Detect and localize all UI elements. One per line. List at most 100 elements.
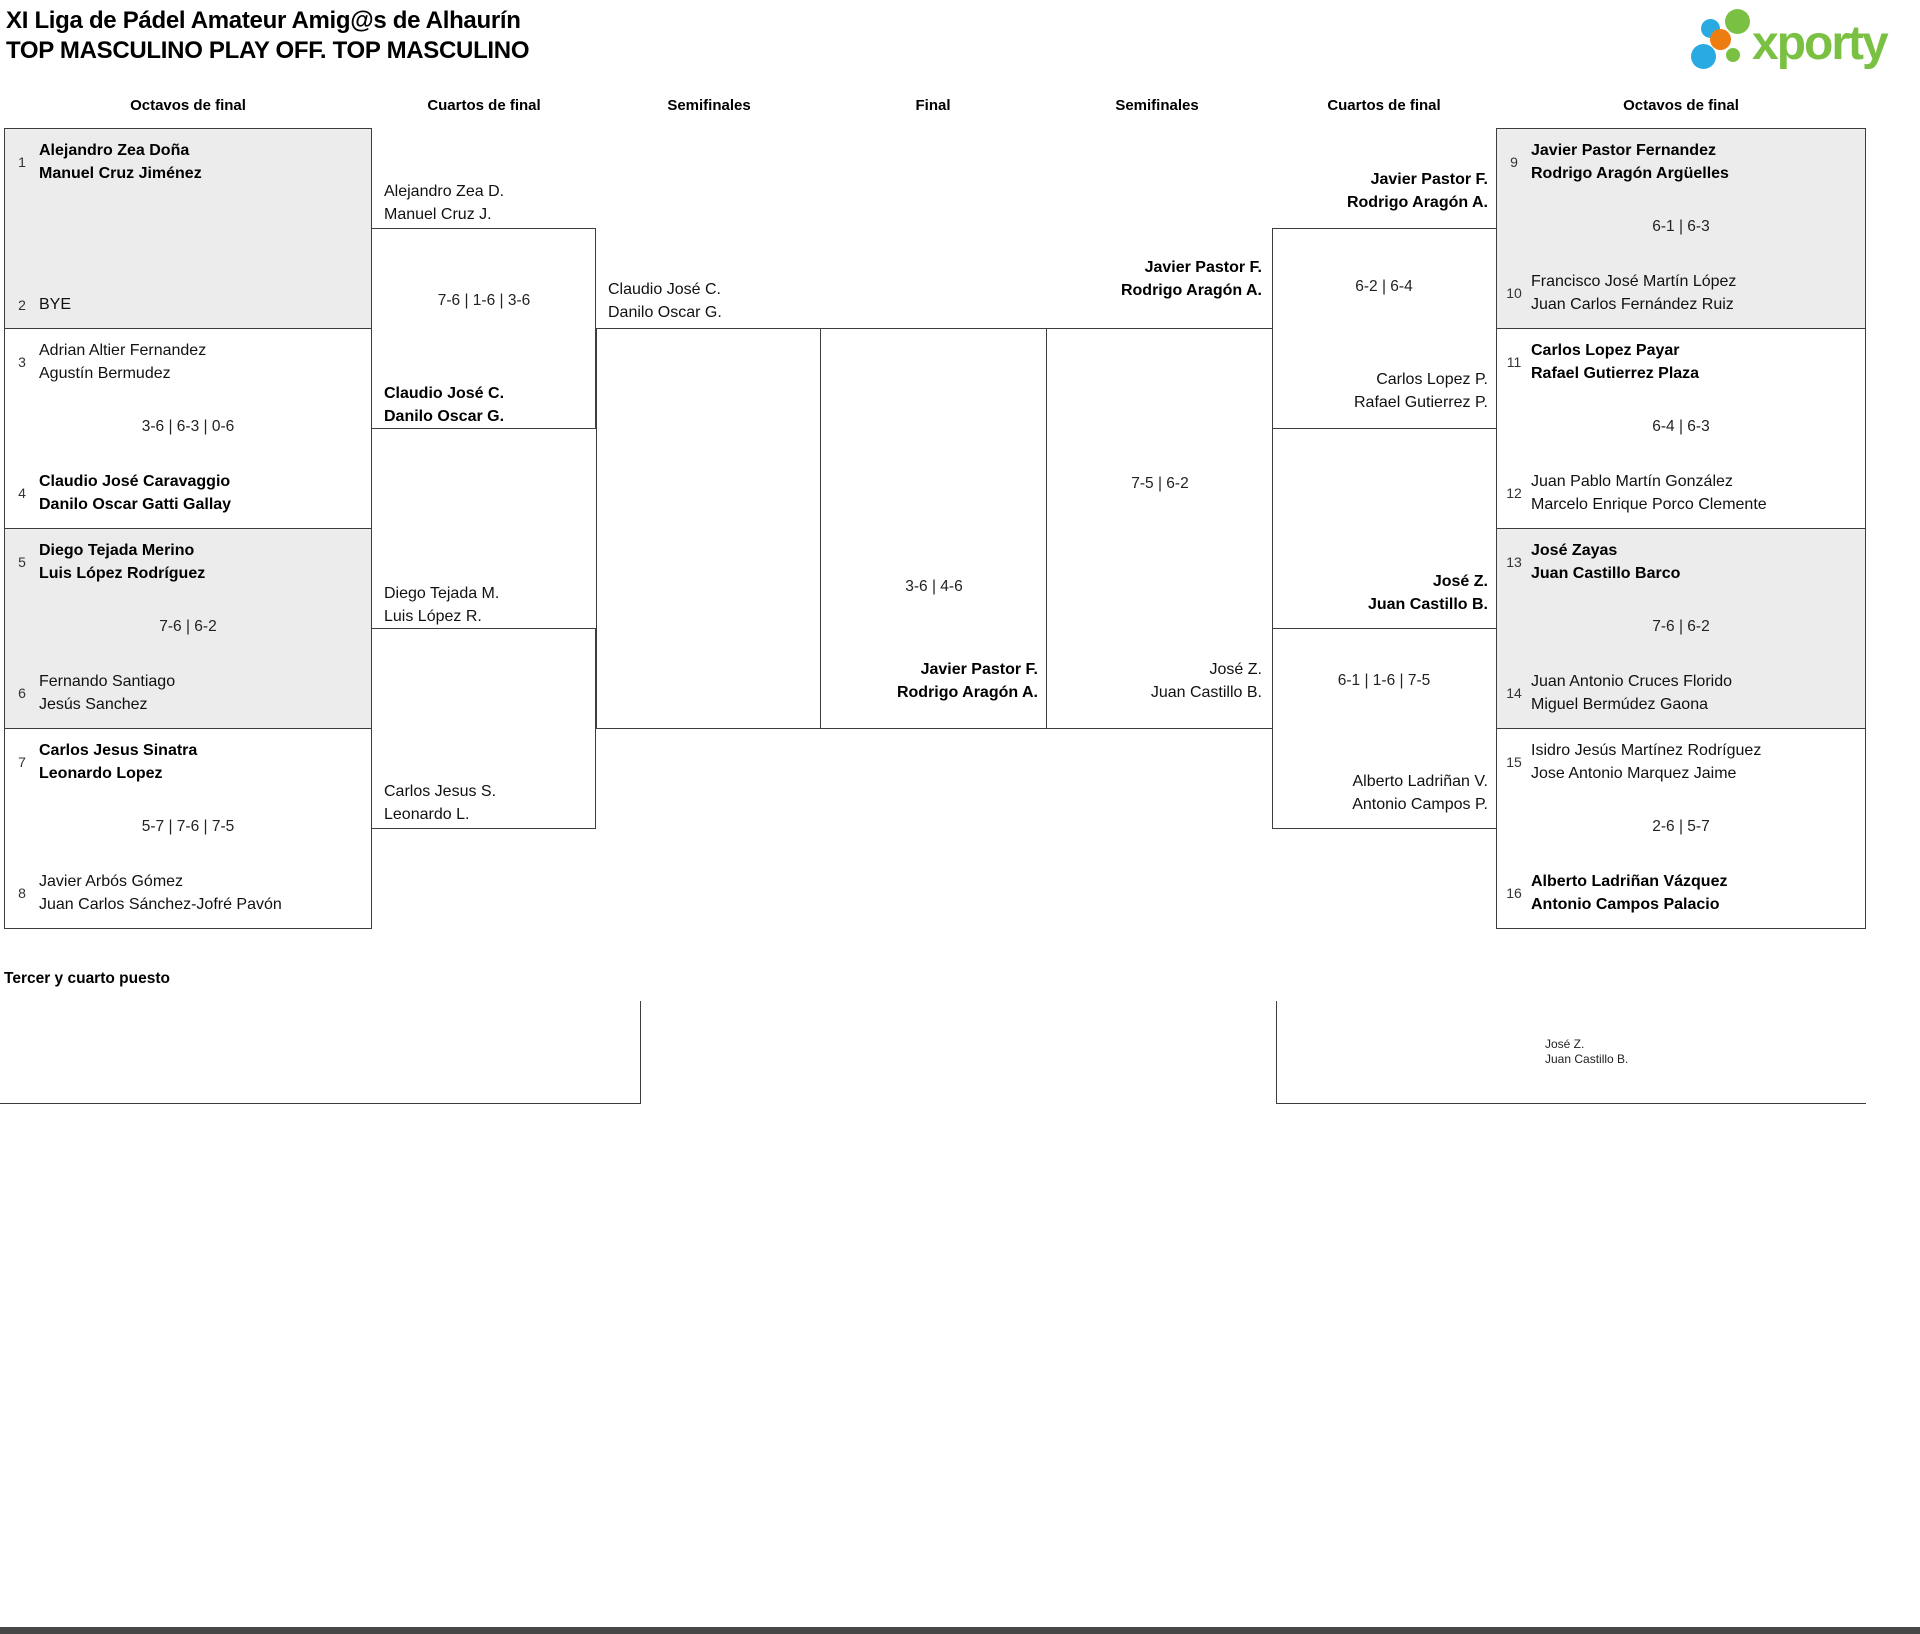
team-name-line: Carlos Jesus S. xyxy=(384,783,497,800)
team-name-line: Alejandro Zea Doña xyxy=(39,142,190,159)
seed-number: 4 xyxy=(18,485,26,501)
team-slot: 5 Diego Tejada Merino Luis López Rodrígu… xyxy=(13,539,363,585)
team-name-line: Javier Pastor F. xyxy=(1144,259,1262,276)
team-name-line: José Z. xyxy=(1545,1037,1585,1051)
team-name-line: Carlos Lopez Payar xyxy=(1531,342,1680,359)
seed-number: 10 xyxy=(1506,285,1522,301)
team-name: Javier Pastor F. Rodrigo Aragón A. xyxy=(1047,256,1262,302)
team-name-line: Jesús Sanchez xyxy=(39,696,148,713)
semifinal-final-divider-left xyxy=(820,328,821,729)
team-name: Alberto Ladriñan V. Antonio Campos P. xyxy=(1273,770,1488,816)
team-name-line: Javier Pastor F. xyxy=(920,661,1038,678)
match-box-7-8: 7 Carlos Jesus Sinatra Leonardo Lopez 5-… xyxy=(4,728,372,929)
bracket-subtitle: TOP MASCULINO PLAY OFF. TOP MASCULINO xyxy=(6,37,530,64)
round-header-semifinales-right: Semifinales xyxy=(1115,97,1199,114)
team-name-line: Francisco José Martín López xyxy=(1531,273,1737,290)
team-name-line: Alejandro Zea D. xyxy=(384,183,505,200)
team-name-line: Juan Carlos Sánchez-Jofré Pavón xyxy=(39,896,282,913)
team-slot: 9 Javier Pastor Fernandez Rodrigo Aragón… xyxy=(1505,139,1857,185)
team-name-line: Juan Carlos Fernández Ruiz xyxy=(1531,296,1734,313)
team-name-line: Manuel Cruz J. xyxy=(384,206,492,223)
team-name-line: Agustín Bermudez xyxy=(39,365,171,382)
match-box-1-2: 1 Alejandro Zea Doña Manuel Cruz Jiménez… xyxy=(4,128,372,329)
match-score xyxy=(13,230,363,249)
team-name-line: Danilo Oscar G. xyxy=(384,408,505,425)
match-score: 6-1 | 1-6 | 7-5 xyxy=(1337,672,1431,689)
team-name-line: Isidro Jesús Martínez Rodríguez xyxy=(1531,742,1762,759)
seed-number: 9 xyxy=(1510,154,1518,170)
team-name-line: Diego Tejada M. xyxy=(384,585,500,602)
team-name-line: Claudio José C. xyxy=(608,281,721,298)
final-score: 3-6 | 4-6 xyxy=(905,578,963,595)
match-score: 3-6 | 6-3 | 0-6 xyxy=(141,418,235,435)
team-name-line: Antonio Campos P. xyxy=(1352,796,1488,813)
team-slot: 2 BYE xyxy=(13,293,363,316)
team-name-line: Alberto Ladriñan V. xyxy=(1352,773,1488,790)
team-name-line: Rodrigo Aragón A. xyxy=(896,684,1038,701)
team-name: Carlos Jesus Sinatra Leonardo Lopez xyxy=(39,739,197,785)
third-place-title: Tercer y cuarto puesto xyxy=(4,970,170,987)
team-name-line: Manuel Cruz Jiménez xyxy=(39,165,202,182)
seed-number: 16 xyxy=(1506,885,1522,901)
team-name-line: Jose Antonio Marquez Jaime xyxy=(1531,765,1737,782)
match-score: 7-5 | 6-2 xyxy=(1131,475,1189,492)
seed-number: 1 xyxy=(18,154,26,170)
logo-dot-blue-big-icon xyxy=(1691,44,1716,69)
team-name-line: Adrian Altier Fernandez xyxy=(39,342,207,359)
team-name-line: Fernando Santiago xyxy=(39,673,176,690)
team-name-line: Alberto Ladriñan Vázquez xyxy=(1531,873,1728,890)
team-name-line: Danilo Oscar G. xyxy=(608,304,722,321)
page-title: XI Liga de Pádel Amateur Amig@s de Alhau… xyxy=(6,6,530,66)
team-name: Javier Arbós Gómez Juan Carlos Sánchez-J… xyxy=(39,870,282,916)
round-header-cuartos-left: Cuartos de final xyxy=(427,97,541,114)
team-name-line: José Z. xyxy=(1209,661,1262,678)
bottom-edge-bar xyxy=(0,1627,1920,1634)
team-name: Carlos Lopez P. Rafael Gutierrez P. xyxy=(1273,368,1488,414)
team-name-line: Javier Pastor F. xyxy=(1370,171,1488,188)
team-name-line: Juan Castillo B. xyxy=(1545,1052,1629,1066)
team-name-line: Antonio Campos Palacio xyxy=(1531,896,1720,913)
team-name: Carlos Jesus S. Leonardo L. xyxy=(384,780,599,826)
team-name-line: Juan Antonio Cruces Florido xyxy=(1531,673,1732,690)
team-name-line: Carlos Jesus Sinatra xyxy=(39,742,198,759)
seed-number: 7 xyxy=(18,754,26,770)
team-name: Javier Pastor F. Rodrigo Aragón A. xyxy=(1273,168,1488,214)
team-slot: 7 Carlos Jesus Sinatra Leonardo Lopez xyxy=(13,739,363,785)
team-name: Adrian Altier Fernandez Agustín Bermudez xyxy=(39,339,206,385)
team-name: Alejandro Zea D. Manuel Cruz J. xyxy=(384,180,599,226)
round-header-cuartos-right: Cuartos de final xyxy=(1327,97,1441,114)
team-name-line: Rodrigo Aragón A. xyxy=(1120,282,1262,299)
seed-number: 8 xyxy=(18,885,26,901)
team-name-line: Luis López R. xyxy=(384,608,482,625)
team-name-line: Marcelo Enrique Porco Clemente xyxy=(1531,496,1767,513)
logo-dot-orange-icon xyxy=(1710,29,1731,50)
quarterfinal-left-top-connector xyxy=(371,228,596,429)
team-name: Diego Tejada Merino Luis López Rodríguez xyxy=(39,539,205,585)
team-slot: 12 Juan Pablo Martín González Marcelo En… xyxy=(1505,470,1857,516)
match-box-3-4: 3 Adrian Altier Fernandez Agustín Bermud… xyxy=(4,328,372,529)
team-slot: 3 Adrian Altier Fernandez Agustín Bermud… xyxy=(13,339,363,385)
match-box-15-16: 15 Isidro Jesús Martínez Rodríguez Jose … xyxy=(1496,728,1866,929)
team-name-line: Juan Castillo B. xyxy=(1367,596,1488,613)
round-header-octavos-left: Octavos de final xyxy=(130,97,246,114)
team-name-line: Rafael Gutierrez P. xyxy=(1354,394,1488,411)
third-place-left-connector xyxy=(0,1001,641,1104)
team-name-line: Rafael Gutierrez Plaza xyxy=(1531,365,1700,382)
match-score: 5-7 | 7-6 | 7-5 xyxy=(141,818,235,835)
team-name-line: Danilo Oscar Gatti Gallay xyxy=(39,496,232,513)
team-name-line: José Zayas xyxy=(1531,542,1618,559)
third-place-right-connector xyxy=(1276,1001,1866,1104)
seed-number: 12 xyxy=(1506,485,1522,501)
match-score: 6-4 | 6-3 xyxy=(1652,418,1710,435)
team-name-line: Claudio José C. xyxy=(384,385,505,402)
team-name-line: Miguel Bermúdez Gaona xyxy=(1531,696,1708,713)
third-place-team-name: José Z. Juan Castillo B. xyxy=(1545,1037,1628,1067)
xporty-logo[interactable]: xporty xyxy=(1690,6,1916,78)
team-slot: 15 Isidro Jesús Martínez Rodríguez Jose … xyxy=(1505,739,1857,785)
tournament-name: XI Liga de Pádel Amateur Amig@s de Alhau… xyxy=(6,7,521,34)
match-box-5-6: 5 Diego Tejada Merino Luis López Rodrígu… xyxy=(4,528,372,729)
team-slot: 14 Juan Antonio Cruces Florido Miguel Be… xyxy=(1505,670,1857,716)
team-name: Javier Pastor Fernandez Rodrigo Aragón A… xyxy=(1531,139,1729,185)
seed-number: 13 xyxy=(1506,554,1522,570)
